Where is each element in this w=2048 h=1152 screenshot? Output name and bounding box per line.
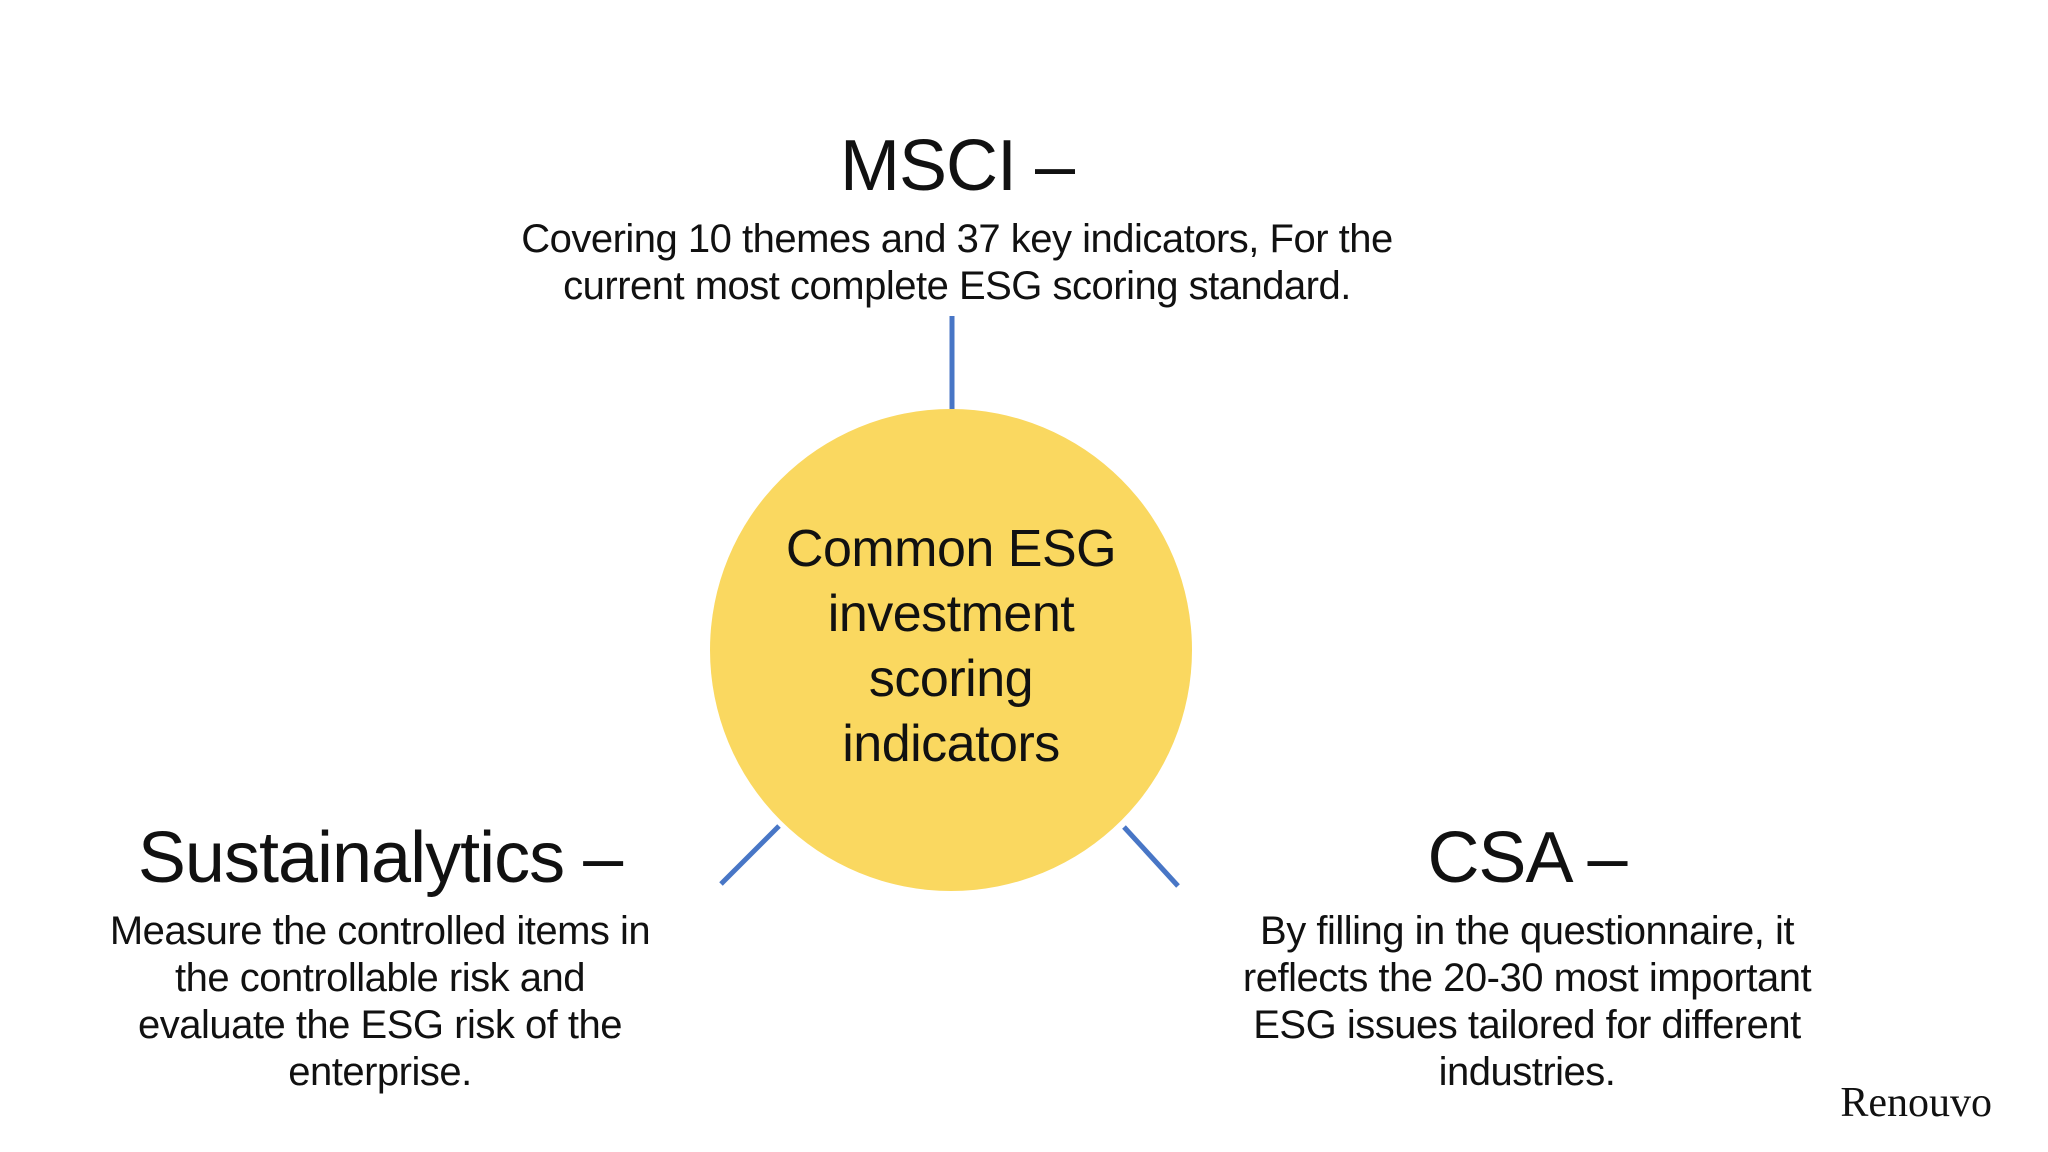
sustainalytics-node: Sustainalytics – Measure the controlled … — [0, 820, 760, 1096]
renouvo-watermark: Renouvo — [1840, 1080, 1992, 1126]
csa-title: CSA – — [1427, 818, 1627, 898]
sustainalytics-title: Sustainalytics – — [137, 818, 623, 898]
sustainalytics-description: Measure the controlled items in the cont… — [109, 909, 651, 1094]
csa-connector-line — [1122, 825, 1180, 888]
center-circle-label: Common ESG investment scoring indicators — [785, 520, 1117, 773]
msci-description: Covering 10 themes and 37 key indicators… — [521, 217, 1393, 308]
center-circle: Common ESG investment scoring indicators — [710, 409, 1192, 891]
msci-title: MSCI – — [839, 126, 1075, 206]
msci-node: MSCI – Covering 10 themes and 37 key ind… — [457, 128, 1457, 310]
csa-node: CSA – By filling in the questionnaire, i… — [1147, 820, 1907, 1096]
csa-description: By filling in the questionnaire, it refl… — [1242, 909, 1812, 1094]
sustainalytics-connector-line — [719, 824, 781, 886]
